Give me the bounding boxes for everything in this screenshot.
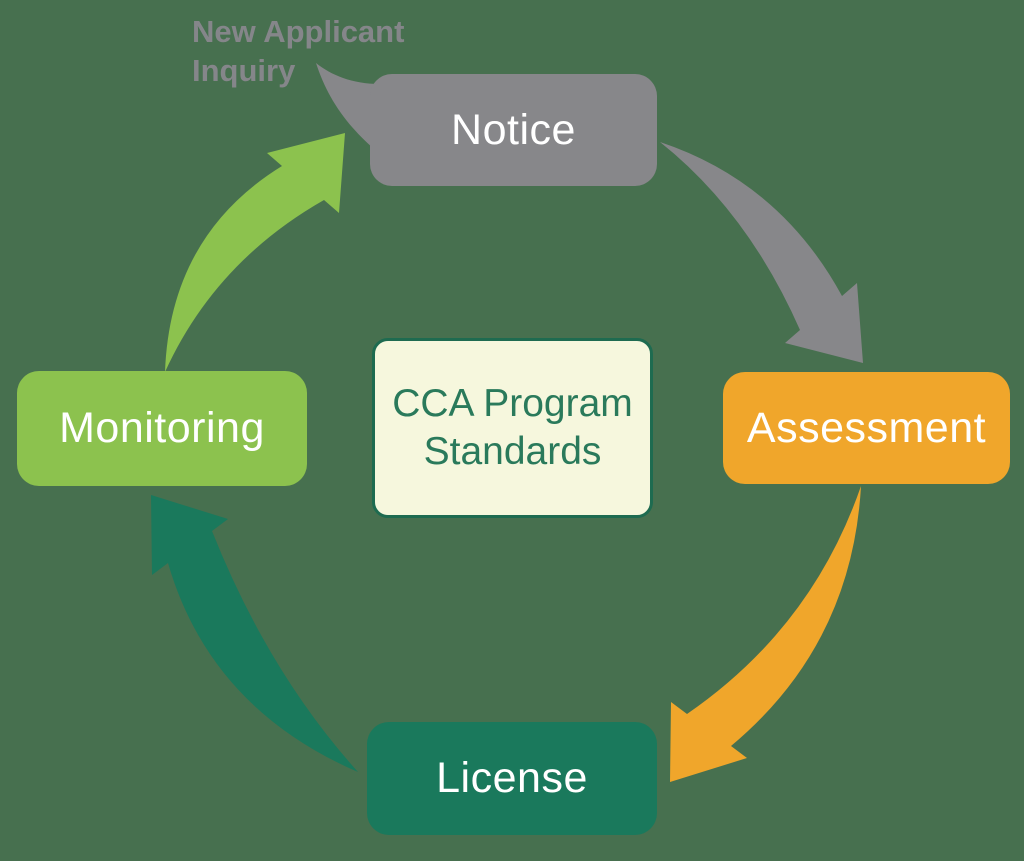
inquiry-bubble-tail-shape [316,63,380,154]
arrow-monitoring-to-notice [165,133,345,372]
node-license-label: License [436,754,588,802]
node-license: License [367,722,657,835]
arrow-license-to-monitoring [151,495,358,772]
arrow-assessment-to-license [670,486,861,782]
node-notice-label: Notice [451,105,576,154]
center-box-label: CCA Program Standards [392,382,633,473]
center-box: CCA Program Standards [372,338,653,518]
arrow-notice-to-assessment [660,142,863,363]
node-notice: Notice [370,74,657,186]
node-assessment: Assessment [723,372,1010,484]
new-applicant-inquiry-label: New Applicant Inquiry [192,14,405,89]
node-assessment-label: Assessment [746,403,987,452]
node-monitoring-label: Monitoring [59,404,265,452]
node-monitoring: Monitoring [17,371,307,486]
